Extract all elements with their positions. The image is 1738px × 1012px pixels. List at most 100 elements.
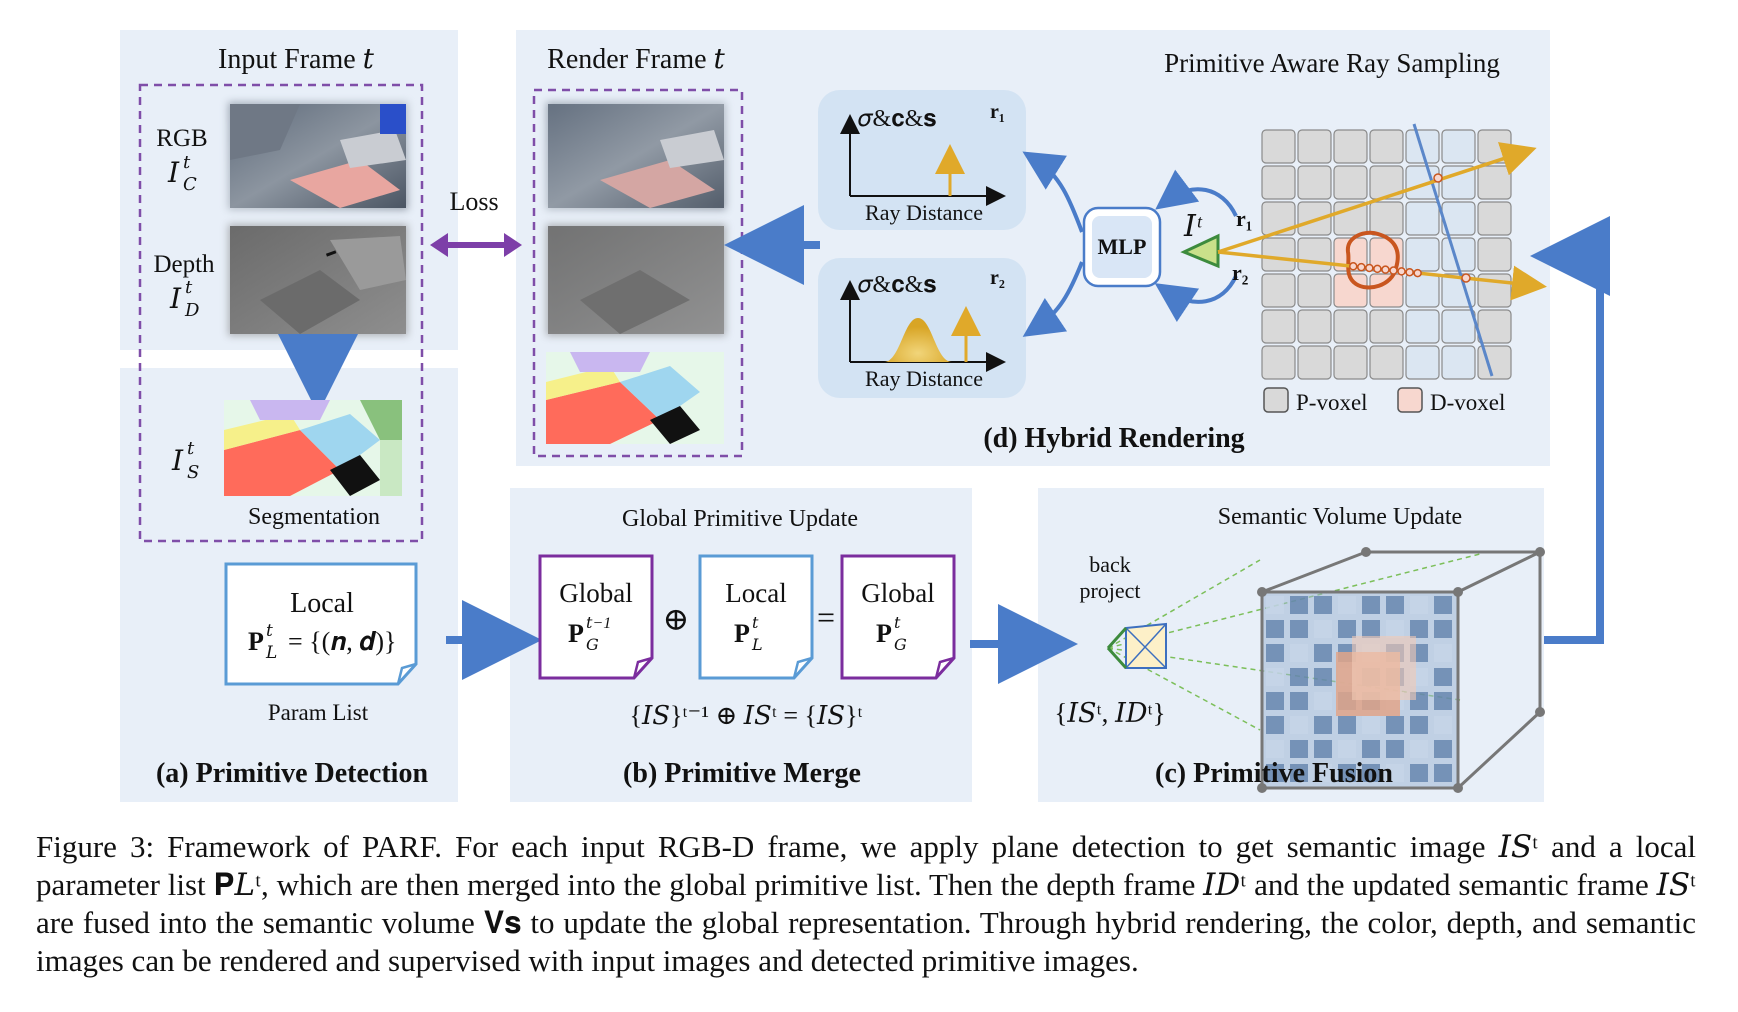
cube-cell <box>1290 620 1308 638</box>
pvoxel-cell <box>1261 309 1296 344</box>
rgb-sub: 𝐶 <box>183 174 197 194</box>
cube-cell <box>1362 716 1380 734</box>
ray1-label: r₁ <box>1236 206 1252 231</box>
cube-cell <box>1314 716 1332 734</box>
global-prev-sub: 𝐺 <box>586 637 599 654</box>
cube-cell <box>1434 692 1452 710</box>
depth-sup: 𝑡 <box>185 277 193 297</box>
cube-cell <box>1362 620 1380 638</box>
cube-cell <box>1314 644 1332 662</box>
cube-edge <box>1456 710 1542 790</box>
pvoxel-cell <box>1441 309 1476 344</box>
pvoxel-cell <box>1297 309 1332 344</box>
cube-corner <box>1535 707 1545 717</box>
cube-cell <box>1266 764 1284 782</box>
plot2-ylabel: 𝜎&𝐜&𝐬 <box>858 272 937 298</box>
pvoxel-cell <box>1261 345 1296 380</box>
primitive-merge-label: (b) Primitive Merge <box>623 758 861 789</box>
ray-sample-point <box>1373 264 1382 274</box>
pvoxel-cell <box>1405 309 1440 344</box>
pvoxel-cell <box>1333 165 1368 200</box>
segmentation-label: Segmentation <box>248 504 380 530</box>
mlp-to-plot1-arrow <box>1022 151 1084 233</box>
cube-corner <box>1257 587 1267 597</box>
local-merge-fold <box>792 656 813 679</box>
plot1-xlabel: Ray Distance <box>865 200 983 225</box>
pvoxel-cell <box>1261 129 1296 164</box>
cube-cell <box>1338 764 1356 782</box>
oplus-sign: ⊕ <box>663 601 690 637</box>
global-prev-doc <box>538 554 654 680</box>
pvoxel-cell <box>1477 201 1512 236</box>
render-segmentation-image <box>546 352 724 444</box>
plot2-xlabel: Ray Distance <box>865 366 983 391</box>
cube-cell <box>1362 764 1380 782</box>
depth-symbol: 𝐼 <box>169 284 182 315</box>
seg-sup: 𝑡 <box>187 438 195 458</box>
plane-intersection-point <box>1433 173 1443 183</box>
ray-sample-point <box>1405 267 1414 277</box>
pvoxel-cell <box>1261 237 1296 272</box>
cube-cell <box>1290 596 1308 614</box>
cube-cell <box>1410 764 1428 782</box>
mlp-label: MLP <box>1098 234 1147 259</box>
ray-sample-point <box>1348 262 1358 271</box>
cube-cell <box>1410 596 1428 614</box>
cube-cell <box>1290 764 1308 782</box>
ray2-label: r₂ <box>1232 260 1249 285</box>
local-doc-fold <box>396 662 417 685</box>
global-new-sub: 𝐺 <box>894 637 907 654</box>
pvoxel-cell <box>1405 237 1440 272</box>
cube-corner <box>1257 783 1267 793</box>
legend-dvoxel-swatch <box>1397 387 1423 413</box>
pvoxel-cell <box>1333 129 1368 164</box>
cube-cell <box>1386 620 1404 638</box>
rgb-symbol: 𝐼 <box>167 158 180 189</box>
cube-cell <box>1338 596 1356 614</box>
cube-cell <box>1434 620 1452 638</box>
cube-corner <box>1361 547 1371 557</box>
pvoxel-cell <box>1261 201 1296 236</box>
pvoxel-cell <box>1441 345 1476 380</box>
pvoxel-cell <box>1297 165 1332 200</box>
cube-edge <box>1457 550 1541 594</box>
figure-caption: Figure 3: Framework of PARF. For each in… <box>36 828 1696 980</box>
ray-sample-point <box>1357 262 1366 272</box>
local-merge-P: P <box>734 619 750 648</box>
back-project-frustum <box>1106 553 1481 731</box>
cube-cell <box>1386 596 1404 614</box>
hybrid-rendering-label: (d) Hybrid Rendering <box>983 423 1244 454</box>
ray-sampling-title: Primitive Aware Ray Sampling <box>1164 48 1500 78</box>
pvoxel-cell <box>1261 273 1296 308</box>
legend-pvoxel-label: P-voxel <box>1296 390 1368 415</box>
cube-dvoxel-block-back <box>1352 636 1416 700</box>
local-merge-label: Local <box>725 578 786 608</box>
cube-cell <box>1290 692 1308 710</box>
back-project-label-2: project <box>1079 578 1140 603</box>
cube-corner <box>1535 547 1545 557</box>
dvoxel-cell <box>1369 273 1404 308</box>
voxel-grid <box>1217 123 1547 380</box>
global-new-label: Global <box>861 578 935 608</box>
segmentation-image <box>224 400 402 496</box>
ray-sample-point <box>1397 267 1406 276</box>
mlp-inner <box>1092 216 1152 278</box>
local-doc-sup: 𝑡 <box>266 621 273 640</box>
cube-cell <box>1434 764 1452 782</box>
cube-cell <box>1362 596 1380 614</box>
cube-cell <box>1266 644 1284 662</box>
local-doc-formula-P: P <box>248 627 264 656</box>
input-frame-title: Input Frame 𝑡 <box>218 44 375 75</box>
ray-sample-point <box>1365 263 1374 273</box>
global-new-fold <box>934 656 955 679</box>
global-new-sup: 𝑡 <box>894 615 901 632</box>
cube-cell <box>1338 620 1356 638</box>
cube-cell <box>1290 740 1308 758</box>
cube-cell <box>1386 716 1404 734</box>
local-doc-title: Local <box>290 588 354 619</box>
param-list-label: Param List <box>268 700 369 725</box>
local-param-doc <box>224 562 418 686</box>
pvoxel-cell <box>1405 201 1440 236</box>
equals-sign: = <box>817 599 835 635</box>
